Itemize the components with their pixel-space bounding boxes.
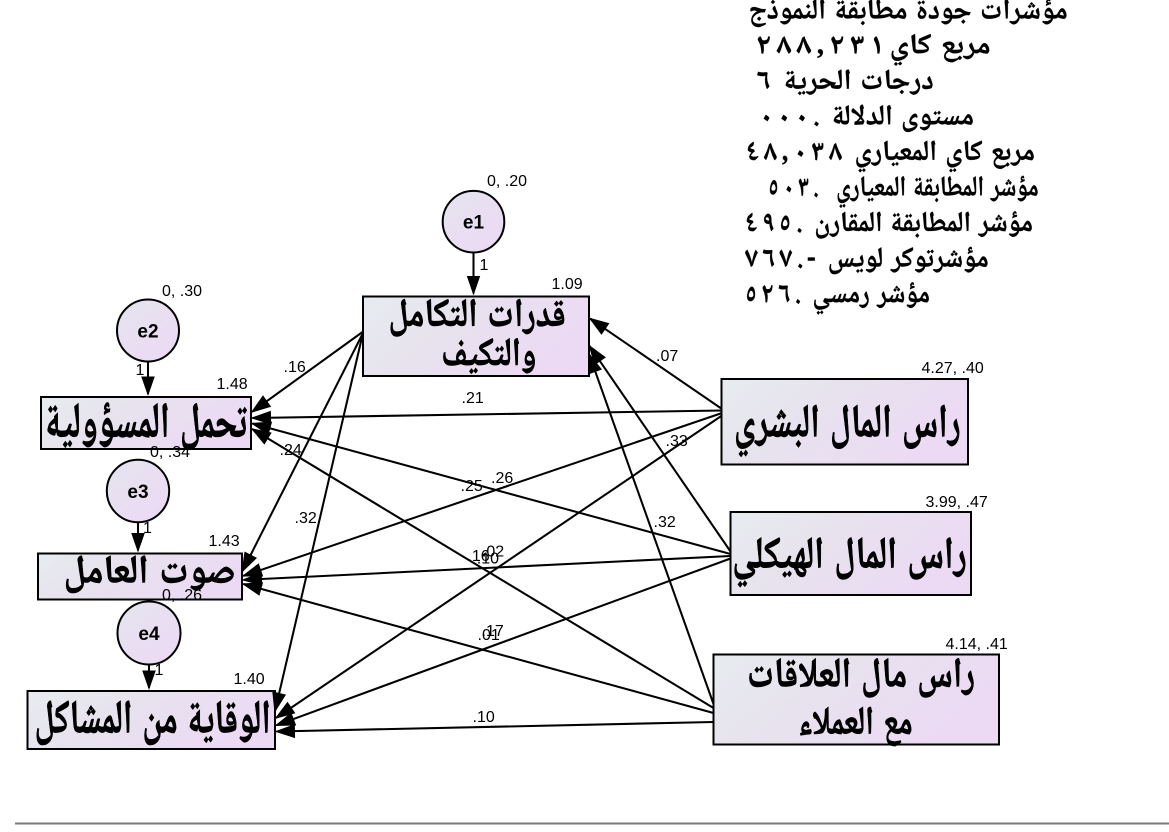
svg-text:0, .26: 0, .26 xyxy=(162,587,202,604)
svg-text:4.14, .41: 4.14, .41 xyxy=(946,636,1008,653)
svg-text:1.48: 1.48 xyxy=(217,376,248,393)
svg-text:.25: .25 xyxy=(461,478,483,495)
svg-text:.32: .32 xyxy=(295,510,317,527)
svg-text:.33: .33 xyxy=(666,433,688,450)
svg-text:e2: e2 xyxy=(137,322,158,343)
svg-text:1.09: 1.09 xyxy=(552,276,583,293)
svg-text:e1: e1 xyxy=(463,213,485,234)
svg-text:.02: .02 xyxy=(482,544,504,561)
svg-text:1.40: 1.40 xyxy=(234,671,265,688)
svg-text:0, .20: 0, .20 xyxy=(487,173,527,190)
svg-text:3.99, .47: 3.99, .47 xyxy=(926,494,988,511)
svg-text:e3: e3 xyxy=(127,482,148,503)
svg-text:1: 1 xyxy=(136,362,145,379)
svg-text:.16: .16 xyxy=(467,548,489,565)
svg-text:4.27, .40: 4.27, .40 xyxy=(922,360,984,377)
svg-text:e4: e4 xyxy=(138,624,160,645)
svg-text:.32: .32 xyxy=(654,514,676,531)
svg-text:1: 1 xyxy=(155,662,164,679)
svg-text:.16: .16 xyxy=(284,359,306,376)
svg-text:.26: .26 xyxy=(491,470,513,487)
svg-text:1: 1 xyxy=(143,520,152,537)
svg-text:.01: .01 xyxy=(478,627,500,644)
svg-text:0, .30: 0, .30 xyxy=(162,283,202,300)
svg-text:.21: .21 xyxy=(462,390,484,407)
svg-text:.07: .07 xyxy=(656,348,678,365)
svg-text:.10: .10 xyxy=(473,709,495,726)
svg-text:1.43: 1.43 xyxy=(209,533,240,550)
svg-text:0, .34: 0, .34 xyxy=(150,444,190,461)
svg-text:.10: .10 xyxy=(477,551,499,568)
svg-text:.24: .24 xyxy=(280,442,302,459)
svg-text:1: 1 xyxy=(480,257,489,274)
svg-text:.17: .17 xyxy=(482,623,504,640)
